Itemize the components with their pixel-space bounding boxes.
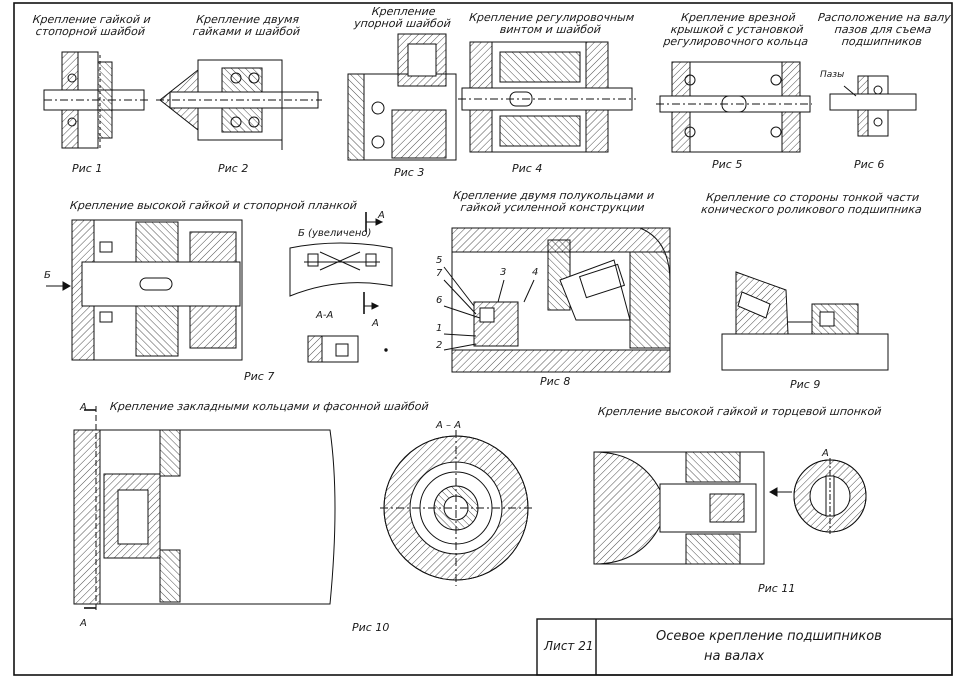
fig2-drawing	[156, 59, 322, 150]
fig11-drawing	[593, 451, 867, 565]
arrow-a-label-top: А	[378, 210, 385, 221]
fig2-title: Крепление двумя гайками и шайбой	[192, 13, 301, 38]
fig8-drawing	[443, 227, 671, 373]
fig11-caption: Рис 11	[758, 582, 796, 595]
fig5-caption: Рис 5	[712, 158, 743, 171]
fig1-drawing	[43, 51, 148, 149]
fig7-title: Крепление высокой гайкой и стопорной пла…	[69, 199, 358, 212]
fig10-title: Крепление закладными кольцами и фасонной…	[109, 400, 430, 413]
fig3-caption: Рис 3	[394, 166, 425, 179]
fig9-title: Крепление со стороны тонкой части кониче…	[700, 191, 923, 216]
view-b-label: Б (увеличено)	[298, 228, 372, 239]
part-number-7: 7	[436, 268, 443, 279]
arrow-a-label-fig11: А	[822, 448, 829, 459]
arrow-b-label: Б	[44, 270, 51, 281]
fig7-caption: Рис 7	[244, 370, 275, 383]
arrow-a-label-fig10-top: А	[80, 402, 87, 413]
fig7-drawing	[46, 219, 243, 361]
fig10-caption: Рис 10	[352, 621, 390, 634]
fig1-caption: Рис 1	[72, 162, 103, 175]
fig7-view-b	[289, 212, 393, 363]
fig9-caption: Рис 9	[790, 378, 821, 391]
title-block-frame	[536, 618, 953, 676]
fig4-caption: Рис 4	[512, 162, 543, 175]
drawing-title-line1: Осевое крепление подшипников	[656, 629, 882, 644]
sheet-number: Лист 21	[544, 639, 594, 653]
fig6-drawing	[829, 75, 917, 137]
fig3-drawing	[347, 33, 457, 161]
section-aa-label-fig10: А – А	[436, 420, 462, 431]
part-number-6: 6	[436, 295, 443, 306]
fig8-caption: Рис 8	[540, 375, 571, 388]
fig4-drawing	[458, 41, 636, 153]
fig8-title: Крепление двумя полукольцами и гайкой ус…	[452, 189, 655, 214]
fig10-drawing	[73, 406, 532, 612]
fig1-title: Крепление гайкой и стопорной шайбой	[32, 13, 152, 38]
slots-label: Пазы	[820, 70, 845, 80]
fig5-drawing	[656, 61, 812, 153]
part-number-3: 3	[500, 267, 507, 278]
fig3-title: Крепление упорной шайбой	[353, 5, 452, 30]
fig6-caption: Рис 6	[854, 158, 885, 171]
fig2-caption: Рис 2	[218, 162, 249, 175]
part-number-5: 5	[436, 255, 443, 266]
fig11-title: Крепление высокой гайкой и торцевой шпон…	[597, 405, 883, 418]
fig5-title: Крепление врезной крышкой с установкой р…	[662, 11, 809, 48]
sheet-frame	[13, 2, 953, 676]
part-number-2: 2	[436, 340, 443, 351]
arrow-a-label-fig10-bottom: А	[80, 618, 87, 629]
fig9-drawing	[721, 271, 889, 371]
part-number-4: 4	[532, 267, 539, 278]
arrow-a-label-bottom: А	[372, 318, 379, 329]
part-number-1: 1	[436, 323, 443, 334]
fig6-title: Расположение на валу пазов для съема под…	[817, 11, 952, 48]
section-aa-label-fig7: А-А	[316, 310, 334, 321]
fig4-title: Крепление регулировочным винтом и шайбой	[468, 11, 635, 36]
drawing-title-line2: на валах	[704, 649, 765, 664]
